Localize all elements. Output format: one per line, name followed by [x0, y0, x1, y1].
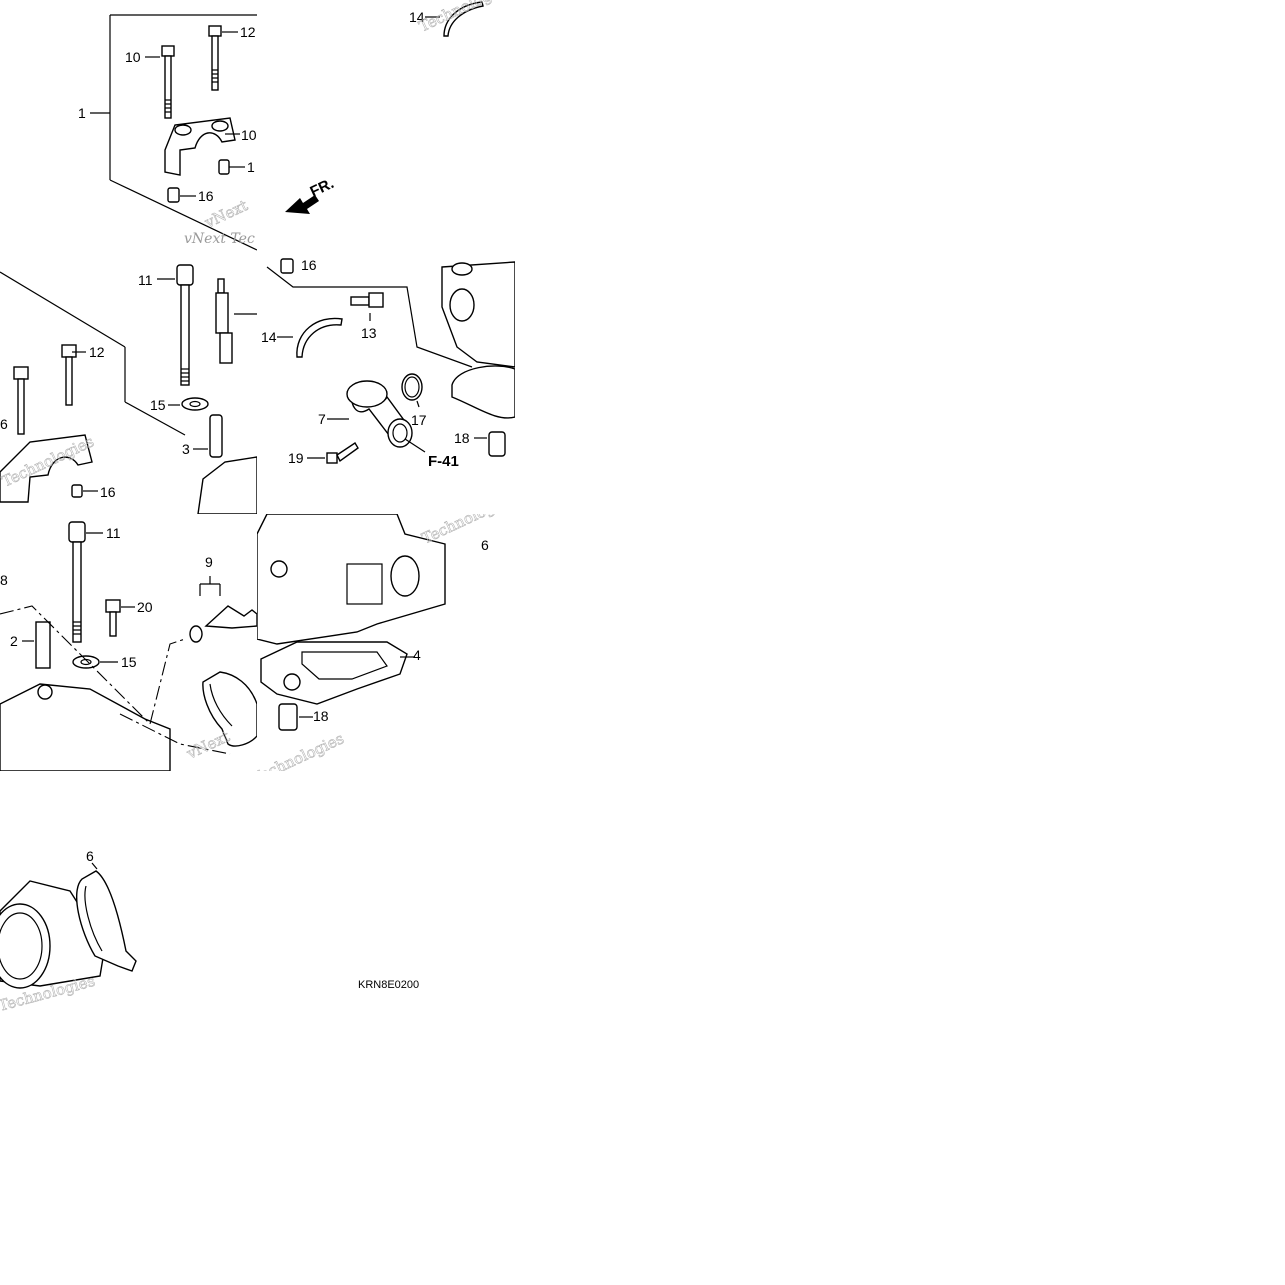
- callout-19: 19: [288, 450, 304, 466]
- callout-6: 6: [0, 416, 8, 432]
- retaining-clip-icon: [296, 317, 343, 358]
- diagram-code-container: KRN8E0200: [358, 979, 419, 991]
- callout-16: 16: [301, 257, 317, 273]
- gasket-icon: [451, 365, 515, 419]
- callout-11: 11: [138, 272, 153, 288]
- dowel-pin-icon: [35, 621, 51, 669]
- callout-10: 10: [125, 49, 141, 65]
- watermark: Technologies: [419, 514, 515, 548]
- diagram-tile-cam-holder: FR. 1 10 12 10 1 16 vNext Tec vNext: [0, 0, 257, 257]
- dowel-pin-icon: [218, 159, 230, 175]
- callout-1: 1: [247, 159, 255, 175]
- cylinder-head-icon: [0, 683, 171, 771]
- callout-6: 6: [481, 537, 489, 553]
- callout-16: 16: [100, 484, 116, 500]
- callout-12: 12: [89, 344, 105, 360]
- bolt-icon: [68, 521, 86, 643]
- bolt-icon: [208, 25, 222, 91]
- callout-13: 13: [361, 325, 377, 341]
- retaining-clip-icon: [443, 1, 484, 37]
- callout-18: 18: [313, 708, 329, 724]
- front-arrow-label: FR.: [308, 175, 337, 201]
- callout-20: 20: [137, 599, 153, 615]
- diagram-tile-head-assembly: 8 11 20 2 15 9 vNext: [0, 514, 257, 771]
- washer-icon: [72, 655, 100, 669]
- callout-16: 16: [198, 188, 214, 204]
- diagram-tile-top-right: FR. 14 Technologies: [257, 0, 515, 257]
- bolt-icon: [176, 264, 194, 386]
- callout-9: 9: [205, 554, 213, 570]
- dowel-pin-icon: [167, 187, 180, 203]
- bolt-icon: [61, 344, 77, 406]
- dowel-pin-icon: [71, 484, 83, 498]
- callout-18: 18: [454, 430, 470, 446]
- temperature-sensor-icon: [189, 605, 257, 643]
- watermark: vNext: [183, 727, 232, 763]
- callout-1: 1: [78, 105, 86, 121]
- stud-bolt-icon: [350, 292, 384, 308]
- callout-14: 14: [261, 329, 277, 345]
- cylinder-head-icon: [257, 514, 446, 645]
- callout-15: 15: [121, 654, 137, 670]
- cylinder-head-icon: [197, 456, 257, 514]
- dowel-pin-icon: [209, 414, 223, 458]
- bolt-icon: [105, 599, 121, 637]
- callout-7: 7: [318, 411, 326, 427]
- clamp-band-icon: [75, 870, 137, 972]
- bolt-icon: [326, 442, 359, 464]
- ref-label: F-41: [428, 453, 459, 470]
- watermark: vNext Tec: [184, 231, 255, 247]
- watermark: Technologies: [257, 729, 347, 771]
- clamp-band-icon: [202, 671, 257, 747]
- callout-10: 10: [241, 127, 257, 143]
- bolt-icon: [13, 366, 29, 435]
- diagram-code: KRN8E0200: [358, 979, 419, 991]
- intake-insulator-icon: [0, 880, 106, 989]
- diagram-tile-head-gasket: 6 4 18 Technologies Technologies: [257, 514, 515, 771]
- dowel-pin-icon: [280, 258, 294, 274]
- callout-14: 14: [409, 9, 425, 25]
- bolt-icon: [161, 45, 175, 119]
- washer-icon: [181, 397, 209, 411]
- callout-3: 3: [182, 441, 190, 457]
- callout-4: 4: [413, 647, 421, 663]
- spark-plug-icon: [215, 278, 233, 364]
- watermark: Technologies: [416, 0, 514, 36]
- callout-17: 17: [411, 412, 427, 428]
- front-arrow-icon: [285, 195, 319, 214]
- callout-2: 2: [10, 633, 18, 649]
- cam-holder-icon: [164, 117, 236, 176]
- diagram-tile-insulator: 6 Technologies: [0, 771, 257, 1028]
- cam-holder-icon: [0, 434, 93, 503]
- diagram-tile-cylinder-head-bolts: 11 12 6 15 3 16 Technologies: [0, 257, 257, 514]
- callout-6: 6: [86, 848, 94, 864]
- diagram-tile-water-joint: 16 13 14 7 17 18 19 F-41: [257, 257, 515, 514]
- callout-12: 12: [240, 24, 256, 40]
- dowel-pin-icon: [278, 703, 298, 731]
- gasket-icon: [260, 641, 408, 705]
- callout-11: 11: [106, 525, 121, 541]
- cylinder-head-icon: [441, 261, 515, 368]
- dowel-pin-icon: [488, 431, 506, 457]
- callout-8: 8: [0, 572, 8, 588]
- callout-15: 15: [150, 397, 166, 413]
